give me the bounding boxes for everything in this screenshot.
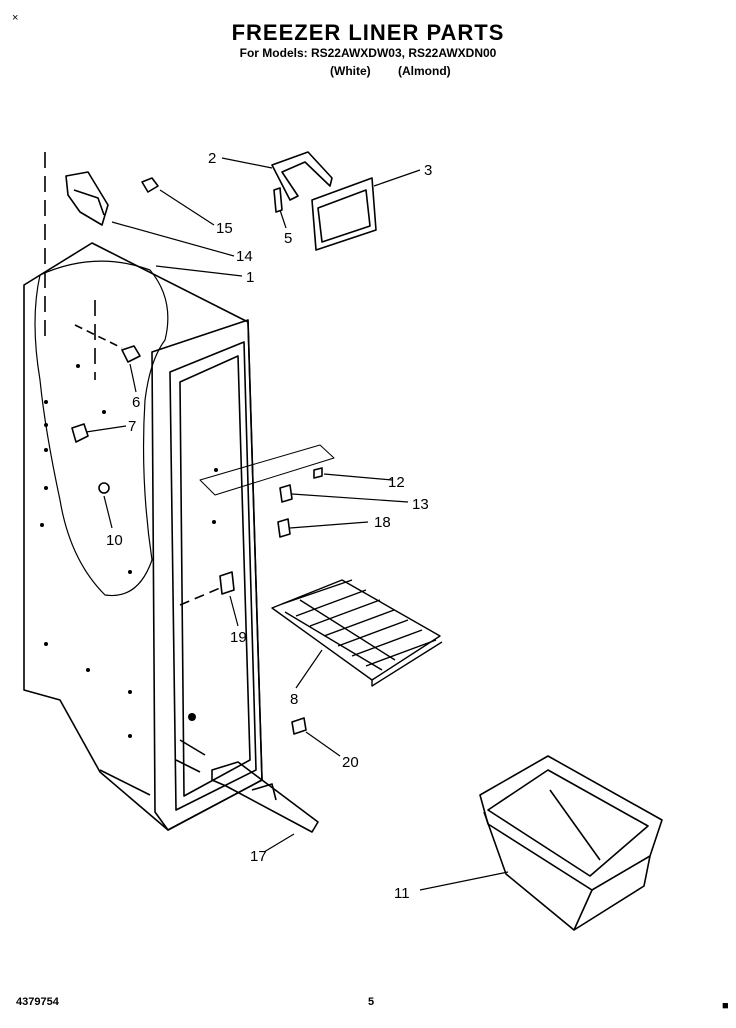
part-7-clip (71, 423, 89, 443)
corner-dot: ■ (722, 1000, 729, 1012)
callout-11: 11 (394, 885, 410, 902)
part-6-clip (121, 345, 141, 363)
color-white: (White) (330, 64, 371, 78)
callout-14: 14 (236, 248, 253, 265)
part-19-clip (219, 571, 235, 595)
liner-inner-frame (169, 341, 257, 811)
model-numbers: For Models: RS22AWXDW03, RS22AWXDN00 (239, 46, 497, 60)
callout-8: 8 (290, 691, 298, 708)
part-12-cap (313, 467, 323, 479)
callout-7: 7 (128, 418, 136, 435)
callout-10: 10 (106, 532, 123, 549)
part-20-screw (291, 717, 307, 735)
part-11-bin (479, 755, 663, 931)
part-number: 4379754 (16, 996, 59, 1008)
corner-mark: × (12, 12, 19, 24)
callout-6: 6 (132, 394, 140, 411)
callout-19: 19 (230, 629, 247, 646)
part-13-clip (279, 484, 293, 503)
part-14-bracket (65, 171, 109, 226)
liner-inner-edge (179, 355, 251, 797)
part-10-button (98, 482, 110, 494)
liner-outline (23, 242, 263, 831)
page-number: 5 (368, 996, 375, 1008)
shelf-bracket-area (199, 444, 335, 496)
callout-18: 18 (374, 514, 391, 531)
callout-3: 3 (424, 162, 432, 179)
callout-20: 20 (342, 754, 359, 771)
part-18-clip (277, 518, 291, 538)
part-17-rail (211, 761, 319, 833)
liner-holes (40, 364, 218, 738)
part-15-screw (141, 177, 159, 193)
part-3-frame (311, 177, 377, 251)
callout-1: 1 (246, 269, 254, 286)
callout-2: 2 (208, 150, 216, 167)
callout-15: 15 (216, 220, 233, 237)
liner-front-frame (151, 319, 263, 831)
callout-5: 5 (284, 230, 292, 247)
liner-insulation (34, 260, 169, 597)
part-8-wire-shelf (271, 579, 443, 687)
part-2-bracket (271, 151, 333, 201)
callout-13: 13 (412, 496, 429, 513)
color-almond: (Almond) (398, 64, 451, 78)
callout-17: 17 (250, 848, 267, 865)
callout-12: 12 (388, 474, 405, 491)
part-5-screw (273, 187, 283, 213)
page-title: FREEZER LINER PARTS (231, 20, 505, 45)
